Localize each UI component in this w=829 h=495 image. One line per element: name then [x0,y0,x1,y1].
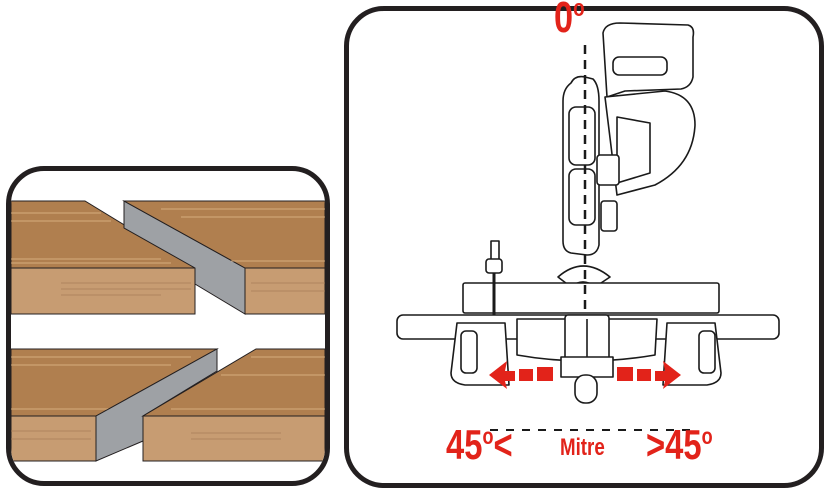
mitre-lock-knob [574,374,598,404]
left-45-degree-label: 45o< [446,421,513,468]
zero-degree-label: 0o [554,0,585,42]
mitre-saw-panel [344,6,824,488]
mitre-direction-arrows [489,361,681,389]
fence [462,282,720,314]
right-45-degree-label: >45o [646,421,713,468]
wood-boards-illustration [11,200,325,462]
mitre-saw-illustration [396,22,780,431]
mitre-cut-panel [6,166,330,486]
mitre-label: Mitre [560,434,605,461]
